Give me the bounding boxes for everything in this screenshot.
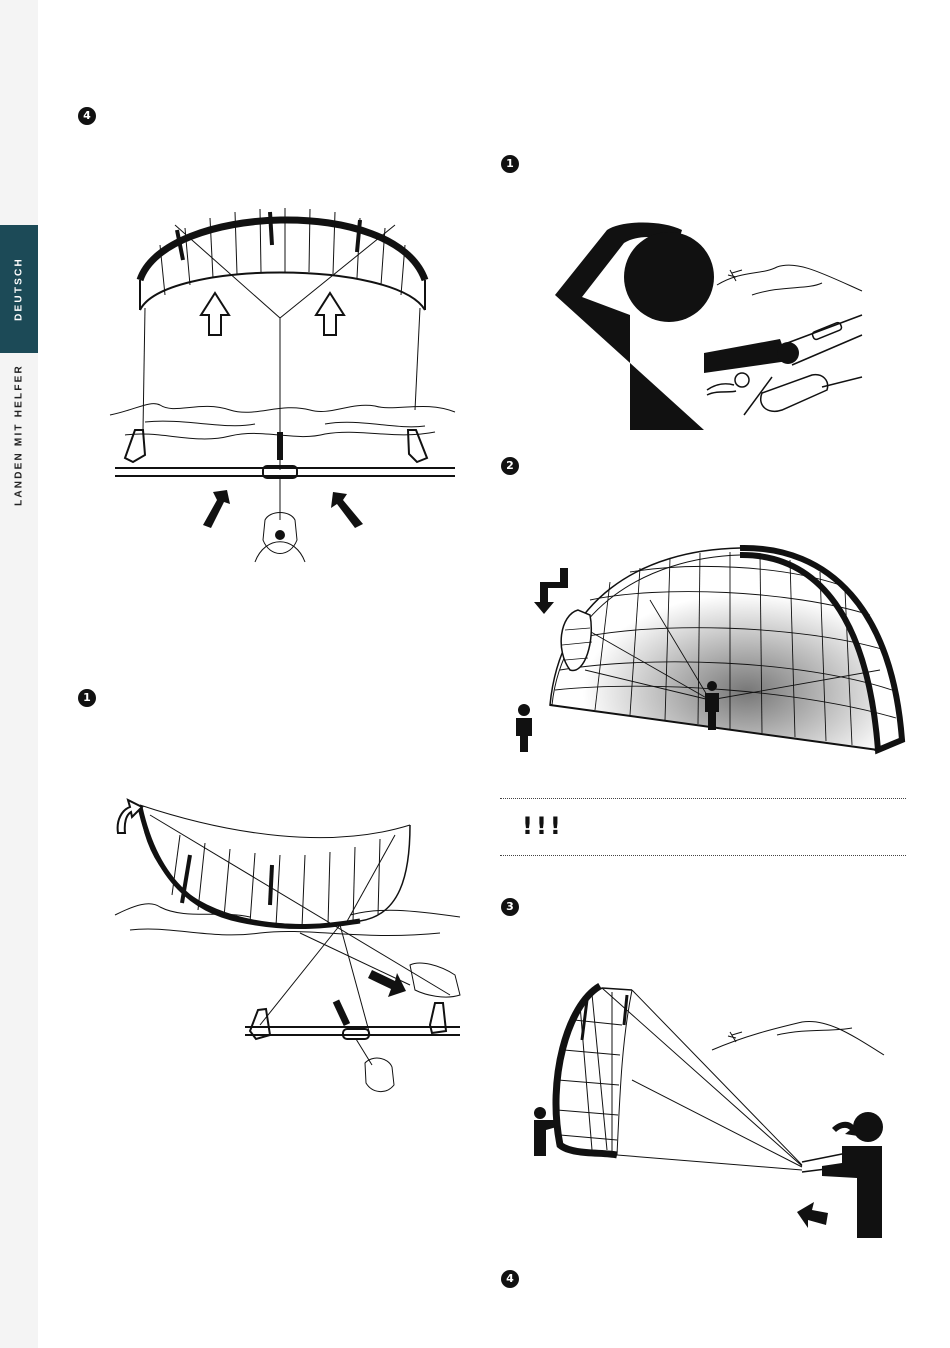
person-silhouette-icon [534, 1107, 883, 1238]
kite-depower-illustration [110, 795, 465, 1095]
up-outline-arrow-icon [201, 293, 344, 335]
step-badge-right-3: 3 [501, 898, 519, 916]
push-arrow-icon [797, 1202, 828, 1228]
step-badge-left-4: 4 [78, 107, 96, 125]
push-arrow-icon [203, 490, 363, 528]
step-badge-right-1: 1 [501, 155, 519, 173]
warning-rule-bottom [500, 855, 906, 856]
language-tab-label: DEUTSCH [14, 257, 25, 321]
side-strip [0, 0, 38, 1348]
helper-catch-illustration [532, 980, 887, 1242]
turn-arrow-icon [118, 800, 142, 833]
step-down-arrow-icon [534, 568, 568, 614]
warning-rule-top [500, 798, 906, 799]
section-label: LANDEN MIT HELFER [14, 364, 25, 506]
step-badge-right-4: 4 [501, 1270, 519, 1288]
warning-mark: !!! [522, 812, 564, 840]
wind-window-illustration [500, 540, 910, 755]
helper-signal-illustration [552, 215, 867, 430]
step-badge-left-1: 1 [78, 689, 96, 707]
kite-water-illustration [105, 190, 465, 570]
person-silhouette-icon [555, 223, 799, 431]
step-badge-right-2: 2 [501, 457, 519, 475]
